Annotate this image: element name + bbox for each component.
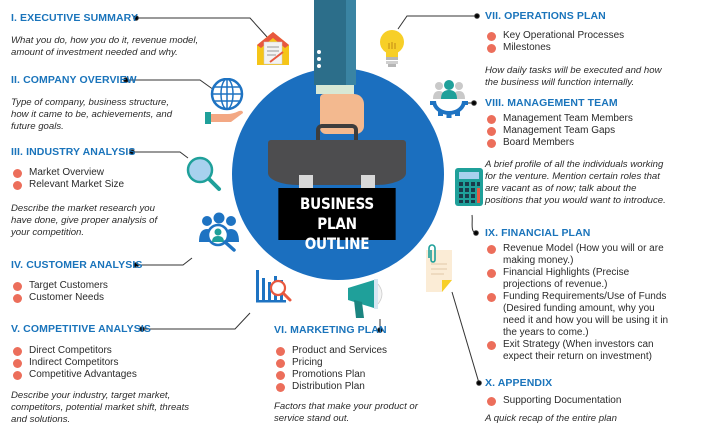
bullet-item: Distribution Plan	[274, 381, 454, 393]
bullet-item: Exit Strategy (When investors can expect…	[485, 339, 675, 363]
bullet-item: Customer Needs	[11, 292, 191, 304]
section-management-team: VIII. MANAGEMENT TEAM Management Team Me…	[485, 97, 715, 207]
globe-hand-icon	[205, 78, 244, 124]
center-title-line-1: BUSINESS PLAN	[300, 194, 374, 233]
bullet-item: Product and Services	[274, 345, 454, 357]
bullet-item: Financial Highlights (Precise projection…	[485, 267, 675, 291]
section-company-overview: II. COMPANY OVERVIEW Type of company, bu…	[11, 74, 211, 133]
section-description: Describe the market research you have do…	[11, 203, 158, 238]
bullet-item: Target Customers	[11, 280, 191, 292]
bullet-item: Relevant Market Size	[11, 179, 191, 191]
section-financial-plan: IX. FINANCIAL PLAN Revenue Model (How yo…	[485, 227, 675, 363]
lightbulb-icon	[380, 30, 404, 67]
connector-appendix	[451, 291, 480, 384]
section-description: Type of company, business structure, how…	[11, 97, 173, 132]
bullet-list: Management Team Members Management Team …	[485, 113, 715, 149]
megaphone-icon	[348, 279, 383, 318]
bullet-list: Key Operational Processes Milestones	[485, 30, 715, 54]
section-appendix: X. APPENDIX Supporting Documentation A q…	[485, 377, 685, 425]
bullet-item: Market Overview	[11, 167, 191, 179]
paperclip-document-icon	[426, 244, 452, 292]
section-description: A quick recap of the entire plan	[485, 413, 617, 424]
section-title: I. EXECUTIVE SUMMARY	[11, 12, 139, 24]
section-title: VI. MARKETING PLAN	[274, 324, 387, 336]
briefcase-handle	[316, 124, 358, 140]
sleeve	[314, 0, 356, 85]
bullet-list: Product and Services Pricing Promotions …	[274, 345, 454, 393]
center-title-line-2: OUTLINE	[304, 234, 370, 253]
bullet-list: Market Overview Relevant Market Size	[11, 167, 191, 191]
section-industry-analysis: III. INDUSTRY ANALYSIS Market Overview R…	[11, 146, 191, 239]
section-title: X. APPENDIX	[485, 377, 553, 389]
bullet-list: Target Customers Customer Needs	[11, 280, 191, 304]
bullet-item: Promotions Plan	[274, 369, 454, 381]
magnifier-icon	[186, 156, 221, 191]
bullet-item: Indirect Competitors	[11, 357, 211, 369]
bullet-item: Board Members	[485, 137, 715, 149]
bullet-list: Supporting Documentation	[485, 395, 685, 407]
bullet-item: Direct Competitors	[11, 345, 211, 357]
section-title: VIII. MANAGEMENT TEAM	[485, 97, 618, 109]
connector-financial-plan	[471, 214, 477, 234]
calculator-icon	[455, 168, 483, 206]
bullet-list: Revenue Model (How you will or are makin…	[485, 243, 675, 363]
bullet-item: Management Team Gaps	[485, 125, 715, 137]
section-title: IX. FINANCIAL PLAN	[485, 227, 591, 239]
section-title: IV. CUSTOMER ANALYSIS	[11, 259, 143, 271]
connector-operations-plan	[397, 15, 477, 30]
team-gear-icon	[430, 80, 468, 118]
people-search-icon	[199, 212, 239, 252]
document-house-icon	[257, 32, 289, 65]
bullet-list: Direct Competitors Indirect Competitors …	[11, 345, 211, 381]
bullet-item: Management Team Members	[485, 113, 715, 125]
bullet-item: Competitive Advantages	[11, 369, 211, 381]
section-description: What you do, how you do it, revenue mode…	[11, 35, 199, 58]
bullet-item: Revenue Model (How you will or are makin…	[485, 243, 675, 267]
section-competitive-analysis: V. COMPETITIVE ANALYSIS Direct Competito…	[11, 323, 211, 426]
bullet-item: Milestones	[485, 42, 715, 54]
section-description: A brief profile of all the individuals w…	[485, 159, 666, 206]
cuff	[316, 85, 354, 94]
section-description: Describe your industry, target market, c…	[11, 390, 190, 425]
section-customer-analysis: IV. CUSTOMER ANALYSIS Target Customers C…	[11, 259, 191, 304]
bullet-item: Funding Requirements/Use of Funds (Desir…	[485, 291, 675, 339]
section-description: How daily tasks will be executed and how…	[485, 65, 662, 88]
section-title: III. INDUSTRY ANALYSIS	[11, 146, 136, 158]
bullet-item: Supporting Documentation	[485, 395, 685, 407]
bar-chart-search-icon	[256, 270, 292, 303]
section-description: Factors that make your product or servic…	[274, 401, 418, 424]
center-title: BUSINESS PLAN OUTLINE	[278, 188, 396, 253]
section-title: V. COMPETITIVE ANALYSIS	[11, 323, 151, 335]
section-operations-plan: VII. OPERATIONS PLAN Key Operational Pro…	[485, 10, 715, 89]
section-title: II. COMPANY OVERVIEW	[11, 74, 137, 86]
bullet-item: Key Operational Processes	[485, 30, 715, 42]
section-title: VII. OPERATIONS PLAN	[485, 10, 606, 22]
bullet-item: Pricing	[274, 357, 454, 369]
section-marketing-plan: VI. MARKETING PLAN Product and Services …	[274, 324, 454, 425]
section-executive-summary: I. EXECUTIVE SUMMARY What you do, how yo…	[11, 12, 241, 59]
